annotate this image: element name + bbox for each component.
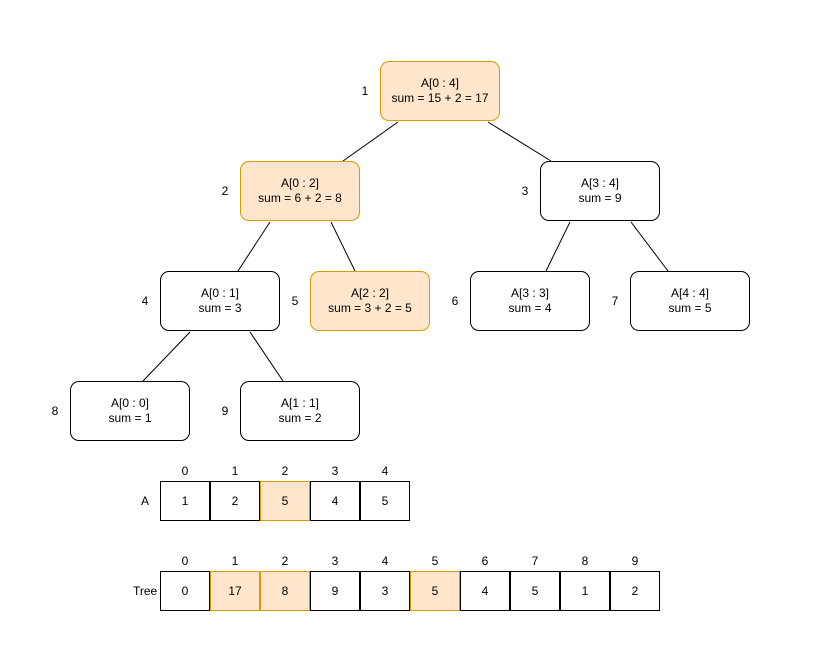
tree-node-6: A[3 : 3] sum = 4 xyxy=(470,271,590,331)
edge-1-3 xyxy=(487,121,552,162)
node-range: A[4 : 4] xyxy=(670,286,710,300)
tree-node-8: A[0 : 0] sum = 1 xyxy=(70,381,190,441)
array-tree-index-4: 4 xyxy=(381,554,389,568)
array-tree-cell-1: 17 xyxy=(210,571,260,611)
array-tree-cell-8: 1 xyxy=(560,571,610,611)
array-tree-cell-3: 9 xyxy=(310,571,360,611)
edge-2-5 xyxy=(330,221,356,272)
array-a-index-3: 3 xyxy=(331,464,339,478)
node-sum: sum = 4 xyxy=(508,301,552,315)
array-tree-index-2: 2 xyxy=(281,554,289,568)
edge-3-7 xyxy=(630,221,669,272)
array-a-cell-2: 5 xyxy=(260,481,310,521)
tree-node-5: A[2 : 2] sum = 3 + 2 = 5 xyxy=(310,271,430,331)
array-a-index-1: 1 xyxy=(231,464,239,478)
node-sum: sum = 9 xyxy=(578,191,622,205)
array-a-cell-1: 2 xyxy=(210,481,260,521)
array-tree-index-8: 8 xyxy=(581,554,589,568)
edge-3-6 xyxy=(545,221,571,272)
edge-2-4 xyxy=(237,221,271,272)
array-tree-index-3: 3 xyxy=(331,554,339,568)
node-index-3: 3 xyxy=(521,184,529,198)
tree-node-9: A[1 : 1] sum = 2 xyxy=(240,381,360,441)
node-index-5: 5 xyxy=(291,294,299,308)
node-sum: sum = 3 xyxy=(198,301,242,315)
tree-node-3: A[3 : 4] sum = 9 xyxy=(540,161,660,221)
node-sum: sum = 15 + 2 = 17 xyxy=(391,91,489,105)
array-tree-cell-4: 3 xyxy=(360,571,410,611)
node-range: A[2 : 2] xyxy=(350,286,390,300)
array-tree-index-1: 1 xyxy=(231,554,239,568)
node-range: A[0 : 1] xyxy=(200,286,240,300)
node-sum: sum = 1 xyxy=(108,411,152,425)
edge-4-9 xyxy=(249,331,284,382)
array-a-index-0: 0 xyxy=(181,464,189,478)
node-sum: sum = 3 + 2 = 5 xyxy=(328,301,412,315)
node-range: A[0 : 4] xyxy=(420,76,460,90)
array-tree-cell-5: 5 xyxy=(410,571,460,611)
array-tree-index-6: 6 xyxy=(481,554,489,568)
node-index-1: 1 xyxy=(361,84,369,98)
node-range: A[3 : 4] xyxy=(580,176,620,190)
tree-node-1: A[0 : 4] sum = 15 + 2 = 17 xyxy=(380,61,500,121)
tree-node-7: A[4 : 4] sum = 5 xyxy=(630,271,750,331)
edge-4-8 xyxy=(142,331,191,382)
array-a-index-2: 2 xyxy=(281,464,289,478)
array-a-cell-3: 4 xyxy=(310,481,360,521)
node-range: A[1 : 1] xyxy=(280,396,320,410)
node-range: A[0 : 0] xyxy=(110,396,150,410)
array-tree-index-9: 9 xyxy=(631,554,639,568)
array-tree-label: Tree xyxy=(133,584,158,598)
array-tree-index-7: 7 xyxy=(531,554,539,568)
node-sum: sum = 6 + 2 = 8 xyxy=(258,191,342,205)
array-tree-index-5: 5 xyxy=(431,554,439,568)
node-sum: sum = 5 xyxy=(668,301,712,315)
node-index-6: 6 xyxy=(451,294,459,308)
node-range: A[3 : 3] xyxy=(510,286,550,300)
tree-node-2: A[0 : 2] sum = 6 + 2 = 8 xyxy=(240,161,360,221)
array-a-label: A xyxy=(141,494,150,508)
array-tree-cell-0: 0 xyxy=(160,571,210,611)
array-a-cell-0: 1 xyxy=(160,481,210,521)
array-tree-cell-2: 8 xyxy=(260,571,310,611)
array-a-index-4: 4 xyxy=(381,464,389,478)
node-index-7: 7 xyxy=(611,294,619,308)
node-sum: sum = 2 xyxy=(278,411,322,425)
tree-node-4: A[0 : 1] sum = 3 xyxy=(160,271,280,331)
array-tree-index-0: 0 xyxy=(181,554,189,568)
node-index-9: 9 xyxy=(221,404,229,418)
node-range: A[0 : 2] xyxy=(280,176,320,190)
node-index-2: 2 xyxy=(221,184,229,198)
array-tree-cell-7: 5 xyxy=(510,571,560,611)
array-tree-cell-9: 2 xyxy=(610,571,660,611)
edge-1-2 xyxy=(342,121,399,162)
array-tree-cell-6: 4 xyxy=(460,571,510,611)
node-index-8: 8 xyxy=(51,404,59,418)
node-index-4: 4 xyxy=(141,294,149,308)
array-a-cell-4: 5 xyxy=(360,481,410,521)
